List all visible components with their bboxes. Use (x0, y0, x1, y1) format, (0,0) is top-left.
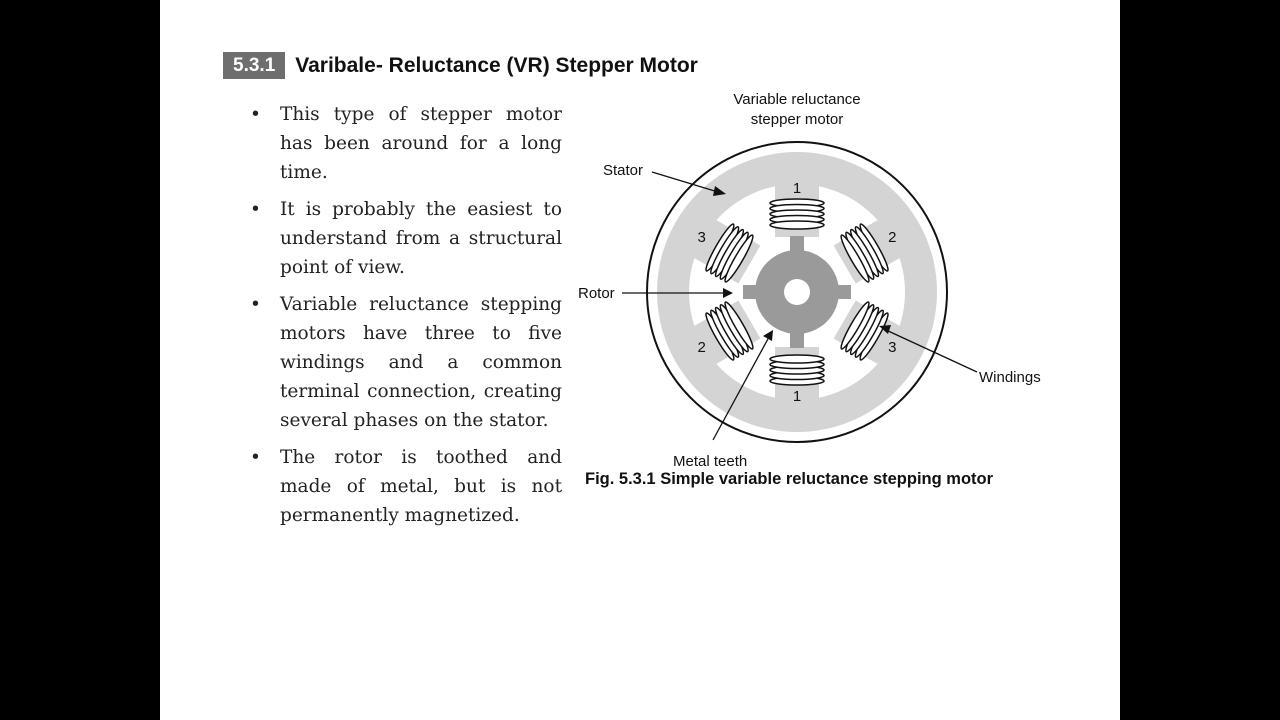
figure-caption: Fig. 5.3.1 Simple variable reluctance st… (585, 470, 994, 488)
bullet-text: Variable reluctance stepping motors have… (280, 294, 562, 431)
pole-number: 1 (793, 180, 801, 197)
pole-number: 3 (698, 229, 706, 246)
pole-number: 2 (698, 339, 706, 356)
diagram-title-line2: stepper motor (751, 111, 844, 128)
winding-coil (840, 234, 870, 283)
stator-arrow (651, 171, 719, 193)
winding-coil (724, 301, 754, 350)
bullet-list: • This type of stepper motor has been aro… (250, 100, 562, 538)
bullet-dot: • (250, 104, 261, 125)
bullet-text: It is probably the easiest to understand… (280, 199, 562, 278)
pole-number: 1 (793, 388, 801, 405)
bullet-item: • This type of stepper motor has been aro… (250, 100, 562, 187)
stator-pole (833, 300, 904, 367)
metal-teeth-label: Metal teeth (673, 453, 747, 470)
section-title: Varibale- Reluctance (VR) Stepper Motor (295, 53, 698, 77)
section-heading: 5.3.1 Varibale- Reluctance (VR) Stepper … (223, 52, 698, 79)
pole-number: 3 (888, 339, 896, 356)
bullet-dot: • (250, 199, 261, 220)
bullet-item: • It is probably the easiest to understan… (250, 195, 562, 282)
winding-coil (724, 234, 754, 283)
section-number: 5.3.1 (223, 52, 286, 79)
bullet-dot: • (250, 294, 261, 315)
stator-arrowhead (713, 186, 726, 196)
windings-arrowhead (879, 325, 891, 334)
bullet-item: • Variable reluctance stepping motors hav… (250, 290, 562, 435)
stator-pole (690, 217, 761, 284)
winding-coil (769, 220, 825, 230)
windings-label: Windings (979, 369, 1041, 386)
bullet-text: The rotor is toothed and made of metal, … (280, 447, 562, 526)
motor-diagram: Variable reluctance stepper motor 1 2 3 1 2 3… (578, 91, 1041, 470)
rotor (743, 236, 851, 348)
bullet-text: This type of stepper motor has been arou… (280, 104, 562, 183)
stator-pole (769, 182, 825, 237)
pole-number: 2 (888, 229, 896, 246)
rotor-shaft (784, 279, 810, 305)
stator-pole (769, 347, 825, 402)
stator-pole (690, 300, 761, 367)
stator-pole (833, 217, 904, 284)
diagram-title-line1: Variable reluctance (733, 91, 860, 108)
windings-arrow (885, 329, 978, 373)
stator-label: Stator (603, 162, 643, 179)
rotor-label: Rotor (578, 285, 615, 302)
bullet-item: • The rotor is toothed and made of metal,… (250, 443, 562, 530)
rotor-arrowhead (723, 288, 733, 298)
teeth-arrowhead (763, 330, 773, 341)
winding-coil (769, 354, 825, 364)
document-page: 5.3.1 Varibale- Reluctance (VR) Stepper … (160, 0, 1120, 720)
winding-coil (840, 301, 870, 350)
stator-poles: 1 2 3 1 2 3 (690, 180, 904, 405)
bullet-dot: • (250, 447, 261, 468)
teeth-arrow (712, 336, 770, 441)
